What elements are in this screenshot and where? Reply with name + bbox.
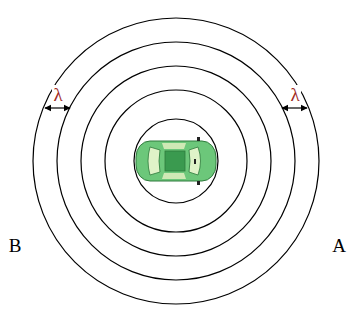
point-label: A [332,236,346,255]
wavefront-circles [33,18,319,304]
wavelength-arrows [45,107,307,108]
wavelength-label: λ [52,85,63,104]
car-icon [136,137,216,185]
point-label: B [9,236,22,255]
wavelength-label: λ [289,85,300,104]
